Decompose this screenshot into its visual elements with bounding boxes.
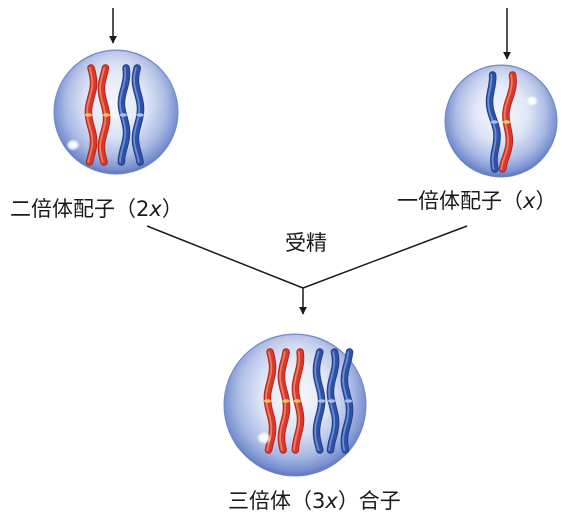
centromere xyxy=(119,113,127,117)
label-variable: x xyxy=(148,197,162,221)
red-chromosome xyxy=(263,348,277,454)
label-variable: x xyxy=(522,189,536,213)
fertilization-label: 受精 xyxy=(285,231,327,255)
triploid-zygote-chromosomes xyxy=(263,348,354,454)
fertilization-connector: 受精 xyxy=(146,225,468,315)
connector-line-right xyxy=(302,225,468,289)
blue-chromosome xyxy=(131,64,145,166)
label-text: 二倍体配子（2 xyxy=(10,197,149,221)
diploid-gamete: 二倍体配子（2x） xyxy=(10,8,183,221)
connector-line-left xyxy=(146,225,304,289)
blue-chromosome xyxy=(117,64,131,166)
blue-chromosome xyxy=(312,348,326,454)
blue-chromosome xyxy=(485,71,501,173)
haploid-gamete: 一倍体配子（x） xyxy=(397,8,558,213)
centromere xyxy=(263,399,272,403)
label-text: 一倍体配子（ xyxy=(397,189,523,213)
red-chromosome xyxy=(291,348,305,454)
red-chromosome xyxy=(84,64,98,166)
label-text: 三倍体（3 xyxy=(228,489,325,513)
label-text-end: ）合子 xyxy=(338,489,401,513)
centromere xyxy=(102,113,111,117)
triploid-zygote-label: 三倍体（3x）合子 xyxy=(228,489,401,513)
haploid-gamete-chromosomes xyxy=(485,71,517,173)
label-text-end: ） xyxy=(535,189,556,213)
cell-highlight xyxy=(526,95,538,107)
centromere xyxy=(136,113,144,117)
triploid-zygote: 三倍体（3x）合子 xyxy=(223,333,401,513)
blue-chromosome xyxy=(326,348,340,454)
centromere xyxy=(318,399,326,403)
label-variable: x xyxy=(324,489,338,513)
centromere xyxy=(327,399,336,403)
cell-highlight xyxy=(256,431,272,445)
blue-chromosome xyxy=(340,348,354,454)
cell-rim-shine xyxy=(446,66,556,176)
red-chromosome xyxy=(277,348,291,454)
red-chromosome xyxy=(498,71,517,173)
haploid-gamete-label: 一倍体配子（x） xyxy=(397,189,556,213)
red-chromosome xyxy=(97,64,111,166)
centromere xyxy=(490,120,498,124)
cell-rim-shine xyxy=(55,51,177,173)
centromere xyxy=(282,399,290,403)
diploid-gamete-label: 二倍体配子（2x） xyxy=(10,197,183,221)
centromere xyxy=(344,399,353,403)
cell-highlight xyxy=(66,139,80,151)
label-text-end: ） xyxy=(162,197,183,221)
centromere xyxy=(84,113,93,117)
centromere xyxy=(502,120,511,124)
diploid-gamete-chromosomes xyxy=(84,64,145,166)
centromere xyxy=(293,399,301,403)
